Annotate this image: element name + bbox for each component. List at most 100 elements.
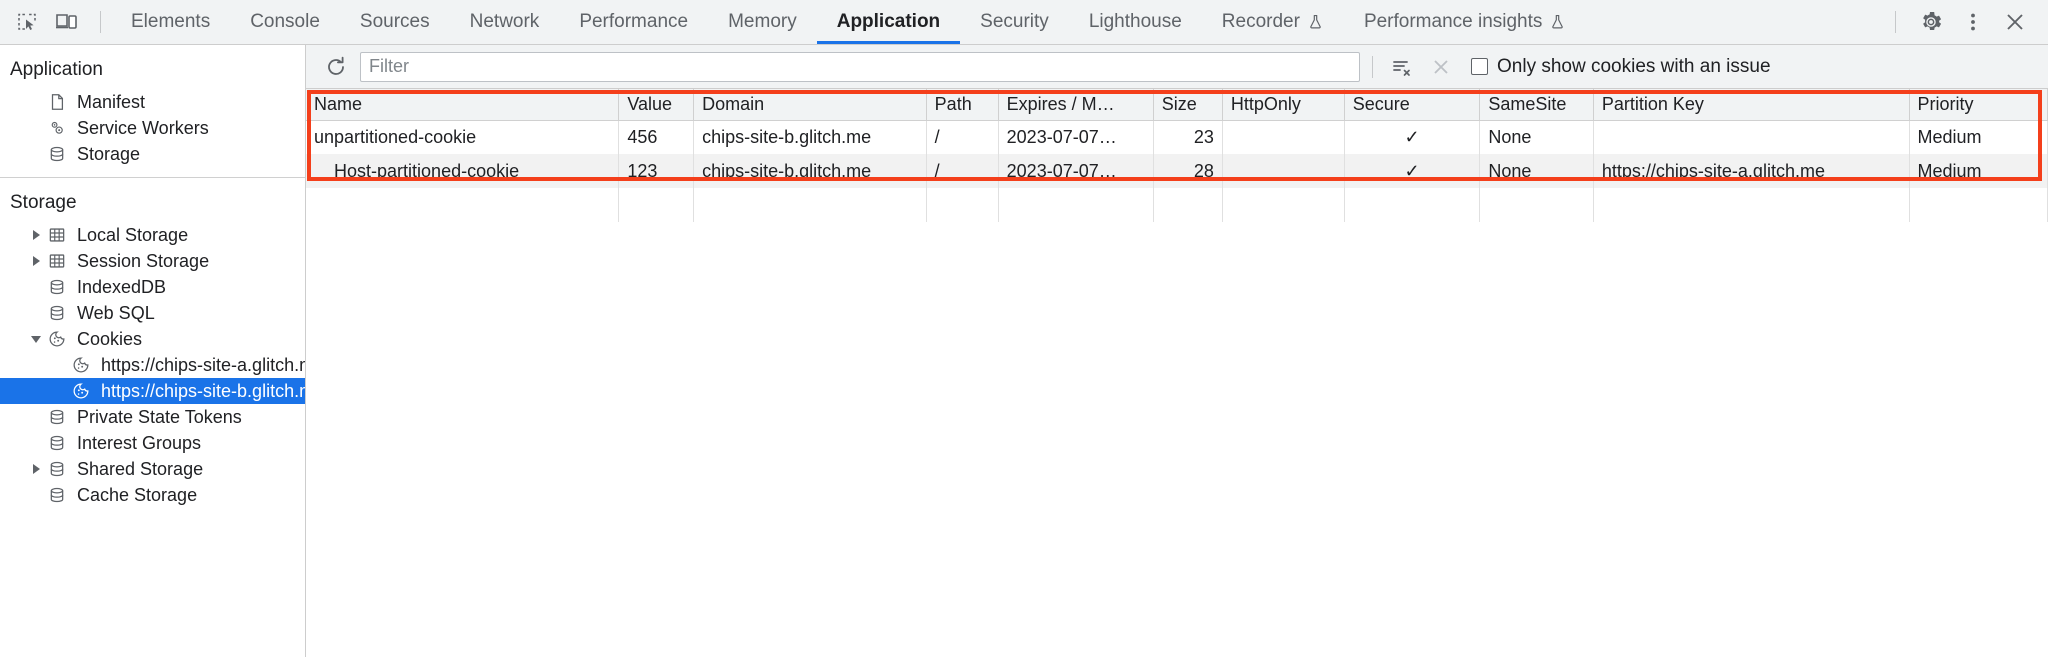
cell-size[interactable]: 28 (1153, 154, 1223, 188)
clear-x-icon[interactable] (1425, 52, 1457, 82)
sidebar-item-label: https://chips-site-a.glitch.me (101, 355, 306, 375)
cell-size[interactable]: 23 (1153, 120, 1223, 154)
checkbox-box[interactable] (1471, 58, 1488, 75)
column-header-expires-m[interactable]: Expires / M… (998, 89, 1154, 121)
cell-value[interactable]: 123 (618, 154, 695, 188)
cell-secure[interactable]: ✓ (1344, 120, 1481, 154)
clear-filtered-icon[interactable] (1385, 52, 1417, 82)
cell-httponly[interactable] (1222, 120, 1345, 154)
cell-samesite[interactable]: None (1479, 120, 1594, 154)
sidebar-item-label: Cookies (77, 329, 143, 349)
cell-expires-m[interactable]: 2023-07-07… (998, 154, 1154, 188)
sidebar-item-service-workers[interactable]: Service Workers (0, 115, 305, 141)
sidebar-item-cookies[interactable]: Cookies (0, 326, 305, 352)
chevron-down-icon[interactable] (28, 331, 44, 347)
refresh-icon[interactable] (320, 52, 352, 82)
sidebar-item-manifest[interactable]: Manifest (0, 89, 305, 115)
sidebar-item-https-chips-site-b-glitch-me[interactable]: https://chips-site-b.glitch.me (0, 378, 305, 404)
cell-expires-m[interactable]: 2023-07-07… (998, 120, 1154, 154)
sidebar-item-indexeddb[interactable]: IndexedDB (0, 274, 305, 300)
cell-priority[interactable]: Medium (1909, 120, 2048, 154)
filler-cell (1153, 188, 1223, 222)
filler-cell (1222, 188, 1345, 222)
chevron-right-icon[interactable] (28, 253, 44, 269)
more-vertical-icon[interactable] (1954, 6, 1992, 38)
cell-domain[interactable]: chips-site-b.glitch.me (693, 120, 927, 154)
tab-lighthouse[interactable]: Lighthouse (1069, 0, 1202, 44)
tab-sources[interactable]: Sources (340, 0, 450, 44)
sidebar-item-storage[interactable]: Storage (0, 141, 305, 167)
sidebar-item-web-sql[interactable]: Web SQL (0, 300, 305, 326)
sidebar-item-session-storage[interactable]: Session Storage (0, 248, 305, 274)
tab-elements[interactable]: Elements (111, 0, 230, 44)
sidebar-item-shared-storage[interactable]: Shared Storage (0, 456, 305, 482)
sidebar-item-label: https://chips-site-b.glitch.me (101, 381, 306, 401)
cell-domain[interactable]: chips-site-b.glitch.me (693, 154, 927, 188)
device-toolbar-icon[interactable] (50, 6, 84, 38)
sidebar-item-label: Session Storage (77, 251, 210, 271)
sidebar-item-label: Local Storage (77, 225, 189, 245)
column-header-priority[interactable]: Priority (1909, 89, 2048, 121)
document-icon (46, 92, 68, 112)
cookie-icon (70, 381, 92, 401)
gear-icon[interactable] (1912, 6, 1950, 38)
table-icon (46, 225, 68, 245)
sidebar-item-cache-storage[interactable]: Cache Storage (0, 482, 305, 508)
gears-icon (46, 118, 68, 138)
tab-label: Security (980, 11, 1049, 32)
tab-application[interactable]: Application (816, 0, 961, 44)
search-input[interactable] (360, 51, 1360, 82)
filler-cell (1909, 188, 2048, 222)
sidebar-item-label: Manifest (77, 92, 146, 112)
database-icon (46, 303, 68, 323)
cookie-icon (70, 355, 92, 375)
column-header-partition-key[interactable]: Partition Key (1593, 89, 1910, 121)
tab-label: Network (469, 11, 540, 32)
tab-memory[interactable]: Memory (708, 0, 817, 44)
column-header-secure[interactable]: Secure (1344, 89, 1481, 121)
cell-value[interactable]: 456 (618, 120, 695, 154)
cell-path[interactable]: / (926, 154, 999, 188)
tab-recorder[interactable]: Recorder (1202, 0, 1344, 44)
only-issues-checkbox[interactable]: Only show cookies with an issue (1471, 56, 1771, 78)
twisty-placeholder (28, 409, 44, 425)
column-header-httponly[interactable]: HttpOnly (1222, 89, 1345, 121)
chevron-right-icon[interactable] (28, 461, 44, 477)
tab-performance[interactable]: Performance (559, 0, 708, 44)
column-header-domain[interactable]: Domain (693, 89, 927, 121)
filler-cell (618, 188, 695, 222)
cell-name[interactable]: unpartitioned-cookie (306, 120, 620, 154)
tab-console[interactable]: Console (230, 0, 340, 44)
cell-partition-key[interactable]: https://chips-site-a.glitch.me (1593, 154, 1910, 188)
column-header-name[interactable]: Name (306, 89, 620, 121)
sidebar-item-private-state-tokens[interactable]: Private State Tokens (0, 404, 305, 430)
sidebar-item-local-storage[interactable]: Local Storage (0, 222, 305, 248)
sidebar-item-https-chips-site-a-glitch-me[interactable]: https://chips-site-a.glitch.me (0, 352, 305, 378)
chevron-right-icon[interactable] (28, 227, 44, 243)
tab-performance-insights[interactable]: Performance insights (1344, 0, 1586, 44)
filler-cell (1479, 188, 1594, 222)
cell-partition-key[interactable] (1593, 120, 1910, 154)
column-header-size[interactable]: Size (1153, 89, 1223, 121)
cell-path[interactable]: / (926, 120, 999, 154)
tab-security[interactable]: Security (960, 0, 1069, 44)
tab-network[interactable]: Network (450, 0, 560, 44)
tab-label: Elements (131, 11, 211, 32)
cell-name[interactable]: __Host-partitioned-cookie (306, 154, 620, 188)
cell-httponly[interactable] (1222, 154, 1345, 188)
column-header-path[interactable]: Path (926, 89, 999, 121)
close-icon[interactable] (1996, 6, 2034, 38)
cell-priority[interactable]: Medium (1909, 154, 2048, 188)
twisty-placeholder (28, 487, 44, 503)
toolbar-divider (100, 11, 101, 33)
sidebar-item-interest-groups[interactable]: Interest Groups (0, 430, 305, 456)
cell-secure[interactable]: ✓ (1344, 154, 1481, 188)
sidebar-item-label: Storage (77, 144, 141, 164)
column-header-samesite[interactable]: SameSite (1479, 89, 1594, 121)
column-header-value[interactable]: Value (618, 89, 695, 121)
cell-samesite[interactable]: None (1479, 154, 1594, 188)
inspect-element-icon[interactable] (10, 6, 44, 38)
